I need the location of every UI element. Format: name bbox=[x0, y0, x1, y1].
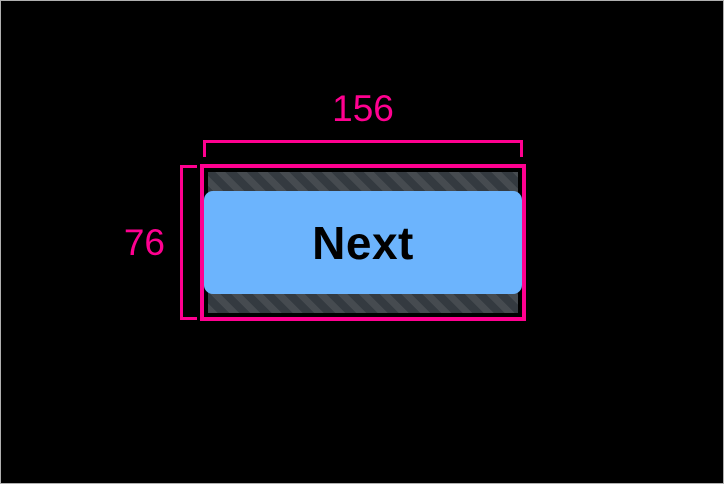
next-button-label: Next bbox=[312, 216, 414, 269]
height-dimension-bracket bbox=[180, 165, 197, 320]
width-dimension-label: 156 bbox=[332, 88, 394, 129]
next-button[interactable]: Next bbox=[204, 191, 522, 294]
height-dimension-label: 76 bbox=[123, 222, 165, 263]
width-dimension-bracket bbox=[203, 140, 523, 157]
